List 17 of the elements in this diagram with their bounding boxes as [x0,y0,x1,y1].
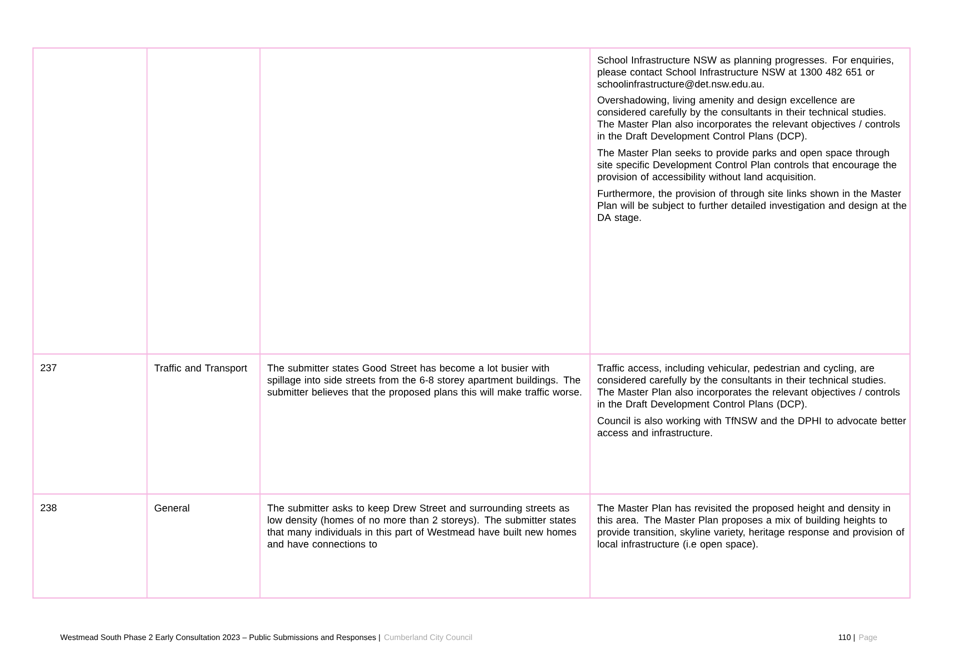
footer-text: Cumberland City Council [384,634,472,642]
cell-text: The Master Plan has revisited the proposed height and density in this area. The Master Plan proposes a mix of building heights to provide transition, skyline variety, heritage response and provision of local infrastructure (i.e open space). [597,504,904,550]
cell-text: Traffic access, including vehicular, pedestrian and cycling, are considered carefully by the consultants in their technical studies. The Master Plan also incorporates the relevant objectives / controls in the Draft Development Control Plans (DCP). [597,364,900,410]
footer-text: Page [859,634,877,642]
cell-text: Furthermore, the provision of through site links shown in the Master Plan will be subject to further detailed investigation and design at the DA stage. [598,190,906,223]
cell-text: 238 [40,504,56,512]
cell-text: Traffic and Transport [154,364,248,374]
footer-text: Westmead South Phase 2 Early Consultation 2023 – Public Submissions and Responses | [60,634,380,642]
cell-text: The Master Plan seeks to provide parks and open space through site specific Development Control Plan controls that encourage the provision of accessibility without land acquisition. [597,148,896,182]
cell-text: Overshadowing, living amenity and design excellence are considered carefully by the consultants in their technical studies. The Master Plan also incorporates the relevant objectives / controls in the Draft Development Control Plans (DCP). [597,96,900,142]
cell-text: The submitter states Good Street has become a lot busier with spillage into side streets from the 6-8 storey apartment buildings. The submitter believes that the proposed plans this will make traffic worse. [267,364,582,398]
footer-text: 110 | [838,634,855,642]
cell-text: 237 [40,364,56,372]
cell-text: The submitter asks to keep Drew Street and surrounding streets as low density (homes of no more than 2 storeys). The submitter states that many individuals in this part of Westmead have built new homes and have connections to [267,504,576,548]
cell-text: School Infrastructure NSW as planning progresses. For enquiries, please contact School Infrastructure NSW at 1300 482 651 or schoolinfrastructure@det.nsw.edu.au. [598,56,894,89]
cell-text: Council is also working with TfNSW and the DPHI to advocate better access and infrastructure. [598,416,906,436]
cell-text: General [154,504,190,512]
